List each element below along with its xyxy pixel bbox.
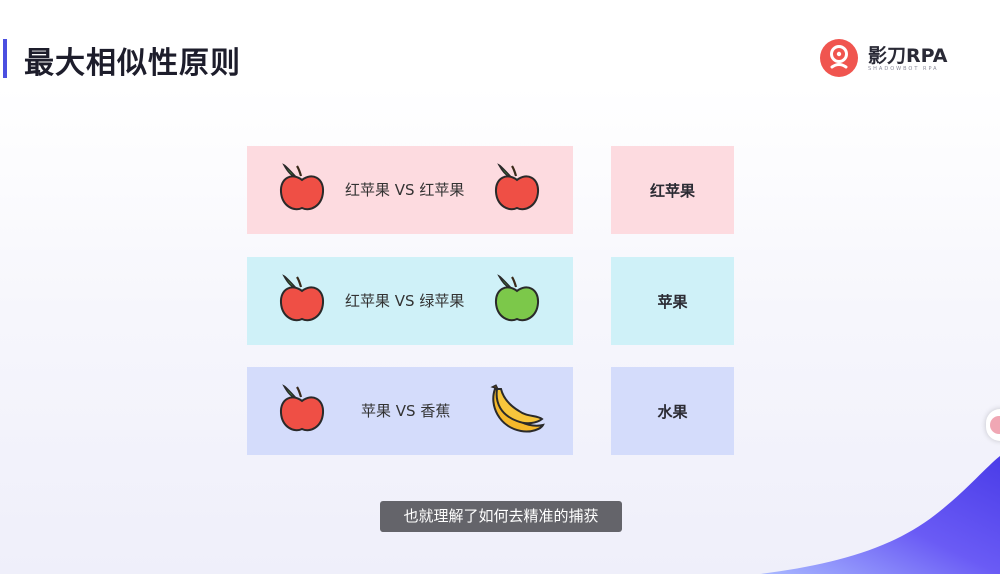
shadowbot-logo-icon (820, 39, 858, 77)
brand-logo: 影刀RPA SHADOWBOT RPA (820, 38, 960, 78)
comparison-label: 苹果 VS 香蕉 (361, 402, 451, 420)
brand-tagline: SHADOWBOT RPA (868, 66, 939, 72)
assistant-icon (990, 416, 1000, 434)
video-subtitle: 也就理解了如何去精准的捕获 (380, 501, 622, 532)
red-apple-icon (279, 274, 325, 322)
decorative-wave (760, 456, 1000, 574)
banana-icon (490, 384, 545, 433)
brand-name: 影刀RPA (868, 45, 948, 67)
red-apple-icon (279, 384, 325, 432)
comparison-row-3: 苹果 VS 香蕉 (247, 367, 573, 455)
result-box-1: 红苹果 (611, 146, 734, 234)
red-apple-icon (494, 163, 540, 211)
floating-assistant-button[interactable] (986, 409, 1000, 441)
result-box-2: 苹果 (611, 257, 734, 345)
comparison-label: 红苹果 VS 红苹果 (345, 181, 465, 199)
red-apple-icon (279, 163, 325, 211)
slide-title: 最大相似性原则 (24, 46, 241, 81)
title-accent-bar (3, 39, 7, 78)
comparison-row-2: 红苹果 VS 绿苹果 (247, 257, 573, 345)
comparison-row-1: 红苹果 VS 红苹果 (247, 146, 573, 234)
comparison-label: 红苹果 VS 绿苹果 (345, 292, 465, 310)
green-apple-icon (494, 274, 540, 322)
result-box-3: 水果 (611, 367, 734, 455)
